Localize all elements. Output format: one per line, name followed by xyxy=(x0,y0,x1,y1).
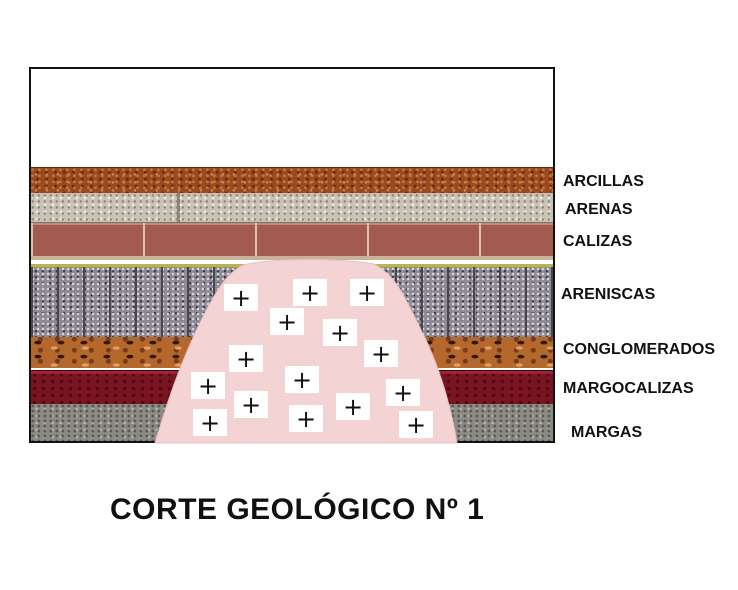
intrusion-plus-symbol: + xyxy=(224,284,258,311)
intrusion-plus-symbol: + xyxy=(234,391,268,418)
intrusion-plus-symbol: + xyxy=(229,345,263,372)
label-margas: MARGAS xyxy=(571,424,643,441)
layer-conglomerados xyxy=(31,337,553,368)
intrusion-plus-symbol: + xyxy=(364,340,398,367)
intrusion-plus-symbol: + xyxy=(293,279,327,306)
plus-glyph: + xyxy=(197,371,219,400)
intrusion-plus-symbol: + xyxy=(270,308,304,335)
layer-arenas xyxy=(31,193,553,223)
plus-glyph: + xyxy=(276,307,298,336)
intrusion-plus-symbol: + xyxy=(323,319,357,346)
figure-title: CORTE GEOLÓGICO Nº 1 xyxy=(110,493,485,526)
plus-glyph: + xyxy=(295,404,317,433)
plus-glyph: + xyxy=(235,344,257,373)
label-arcillas: ARCILLAS xyxy=(563,173,644,190)
plus-glyph: + xyxy=(299,278,321,307)
plus-glyph: + xyxy=(199,408,221,437)
layer-calizas xyxy=(31,223,553,260)
intrusion-plus-symbol: + xyxy=(191,372,225,399)
intrusion-plus-symbol: + xyxy=(350,279,384,306)
plus-glyph: + xyxy=(392,378,414,407)
layer-arcillas xyxy=(31,167,553,194)
intrusion-plus-symbol: + xyxy=(399,411,433,438)
label-arenas: ARENAS xyxy=(565,201,633,218)
intrusion-plus-symbol: + xyxy=(336,393,370,420)
plus-glyph: + xyxy=(240,390,262,419)
label-conglomerados: CONGLOMERADOS xyxy=(563,341,715,358)
plus-glyph: + xyxy=(291,365,313,394)
plus-glyph: + xyxy=(405,410,427,439)
intrusion-plus-symbol: + xyxy=(193,409,227,436)
intrusion-plus-symbol: + xyxy=(285,366,319,393)
label-margocalizas: MARGOCALIZAS xyxy=(563,380,694,397)
intrusion-plus-symbol: + xyxy=(386,379,420,406)
plus-glyph: + xyxy=(329,318,351,347)
plus-glyph: + xyxy=(230,283,252,312)
plus-glyph: + xyxy=(356,278,378,307)
label-calizas: CALIZAS xyxy=(563,233,633,250)
label-areniscas: ARENISCAS xyxy=(561,286,656,303)
intrusion-plus-symbol: + xyxy=(289,405,323,432)
plus-glyph: + xyxy=(370,339,392,368)
plus-glyph: + xyxy=(342,392,364,421)
